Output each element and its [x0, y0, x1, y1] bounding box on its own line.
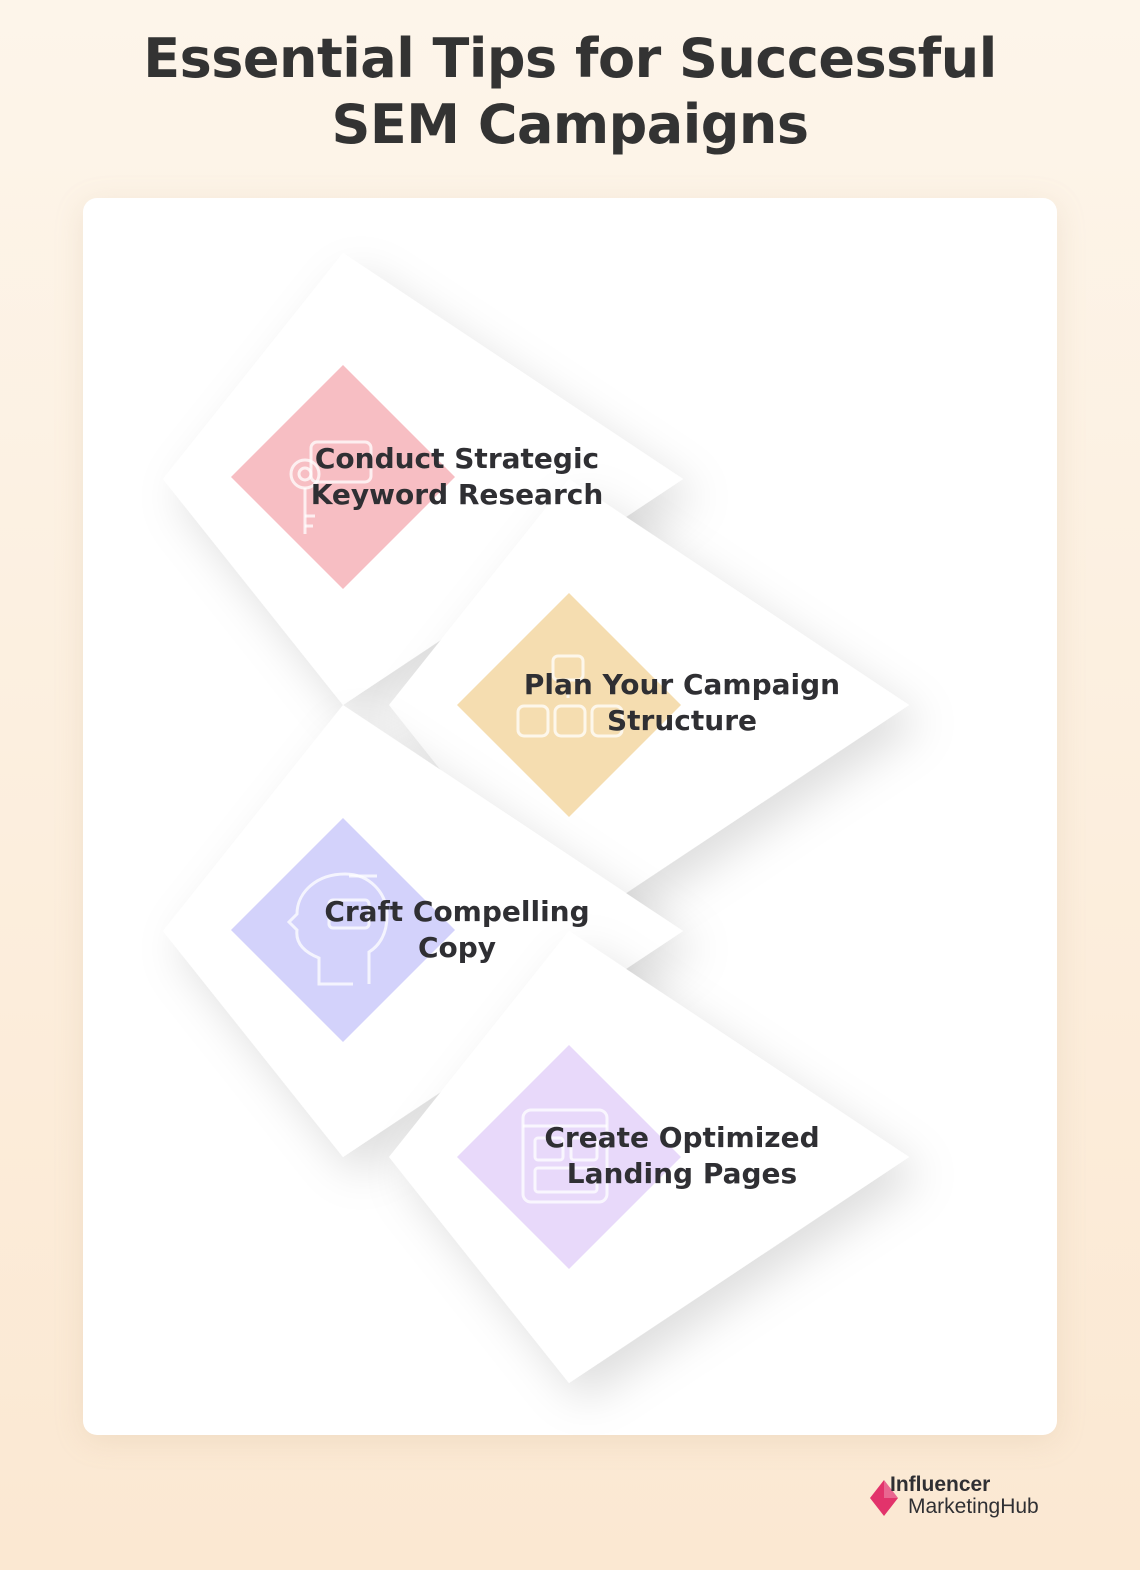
page-title: Essential Tips for Successful SEM Campai…	[0, 26, 1140, 158]
step-4-accent	[457, 1045, 681, 1269]
key-settings-icon	[289, 440, 373, 534]
browser-layout-icon	[521, 1108, 609, 1204]
brand-diamond-icon	[870, 1480, 898, 1516]
step-1-accent	[231, 365, 455, 589]
step-3-accent	[231, 818, 455, 1042]
title-line-1: Essential Tips for Successful	[143, 27, 997, 90]
step-4-label: Create Optimized Landing Pages	[544, 1121, 820, 1190]
tips-diagram	[163, 253, 909, 1383]
step-1-label: Conduct Strategic Keyword Research	[310, 442, 604, 511]
hierarchy-structure-icon	[516, 654, 624, 738]
tips-card: Conduct Strategic Keyword Research Plan …	[83, 198, 1057, 1435]
brand-wordmark: Influencer MarketingHub	[890, 1474, 1039, 1518]
brand-line-2: MarketingHub	[908, 1495, 1039, 1518]
brand-logo: Influencer MarketingHub	[864, 1474, 1064, 1522]
step-3-label: Craft Compelling Copy	[324, 895, 590, 964]
step-2-label: Plan Your Campaign Structure	[523, 668, 841, 737]
head-idea-icon	[286, 872, 389, 986]
title-line-2: SEM Campaigns	[331, 93, 810, 156]
brand-line-1: Influencer	[890, 1473, 991, 1496]
